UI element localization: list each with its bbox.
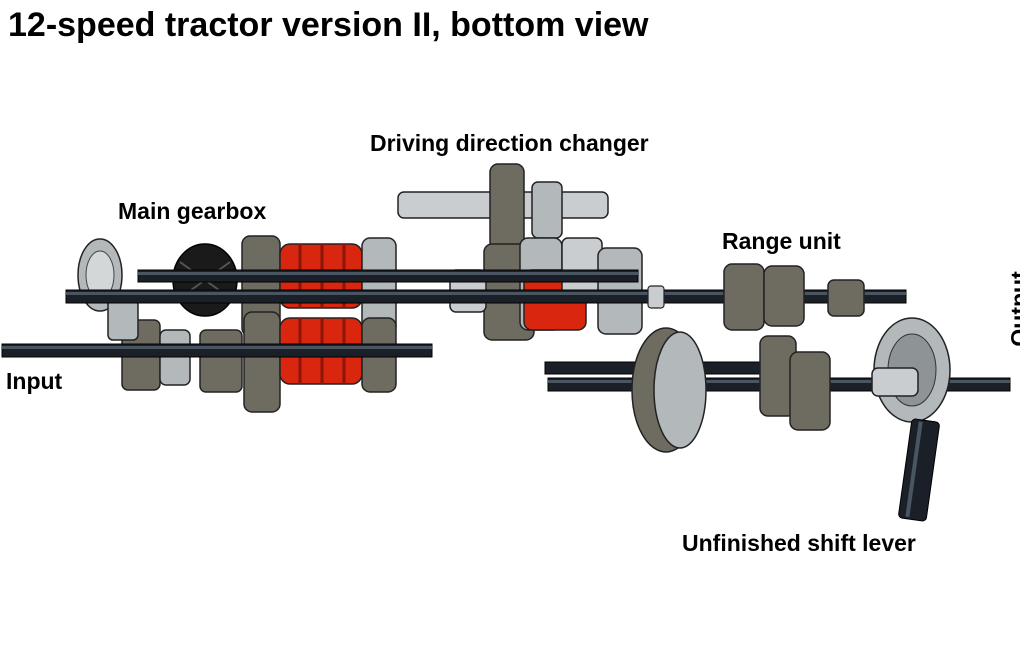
- upper-axle: [137, 269, 639, 283]
- label-main-gearbox: Main gearbox: [118, 198, 267, 224]
- output-label-rotated: ← Output: [982, 248, 1020, 378]
- label-input: Input: [6, 368, 63, 394]
- label-direction-changer: Driving direction changer: [370, 130, 649, 156]
- range-unit-assembly: [647, 263, 865, 331]
- page-title: 12-speed tractor version II, bottom view: [8, 6, 649, 44]
- direction-changer-assembly: [397, 163, 643, 341]
- input-axle: [1, 343, 433, 358]
- main-gearbox-assembly: [77, 235, 397, 413]
- output-assembly: [631, 317, 951, 522]
- label-shift-lever: Unfinished shift lever: [682, 530, 916, 556]
- label-output: Output: [1006, 271, 1020, 347]
- output-arrow: ←: [1006, 353, 1020, 376]
- label-range-unit: Range unit: [722, 228, 841, 254]
